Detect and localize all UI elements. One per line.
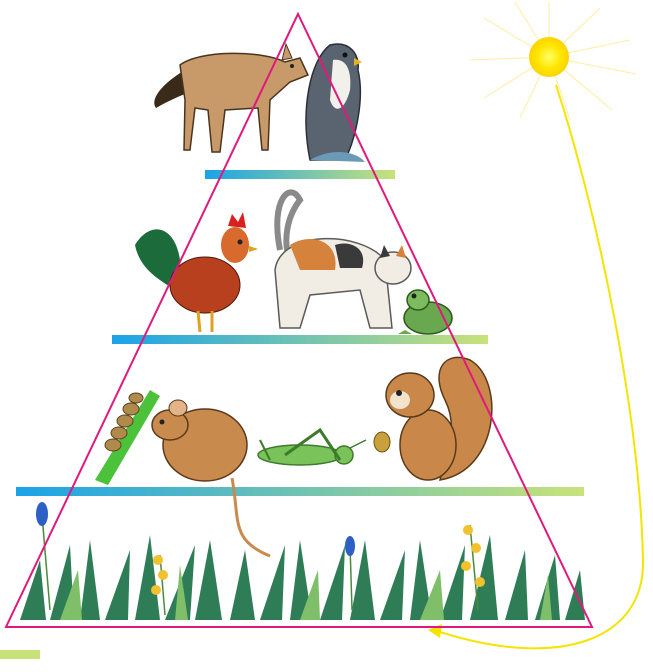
level-bar-3 xyxy=(205,170,395,179)
plant-level xyxy=(20,502,585,620)
herbivore-level xyxy=(95,357,492,556)
squirrel-icon xyxy=(374,357,492,480)
predator-level xyxy=(135,192,452,334)
caterpillar-icon xyxy=(95,390,160,485)
top-predator-level xyxy=(154,44,365,162)
sun-icon xyxy=(470,2,636,120)
grasshopper-icon xyxy=(258,430,366,465)
falcon-icon xyxy=(306,44,365,162)
base-marker-bar xyxy=(0,650,40,659)
coyote-icon xyxy=(154,44,308,152)
rooster-icon xyxy=(135,212,258,332)
level-bar-1 xyxy=(16,487,584,496)
frog-icon xyxy=(398,290,452,334)
grass-icon xyxy=(20,535,585,620)
mouse-icon xyxy=(152,400,270,556)
level-bar-2 xyxy=(112,335,488,344)
calico-cat-icon xyxy=(275,192,411,328)
